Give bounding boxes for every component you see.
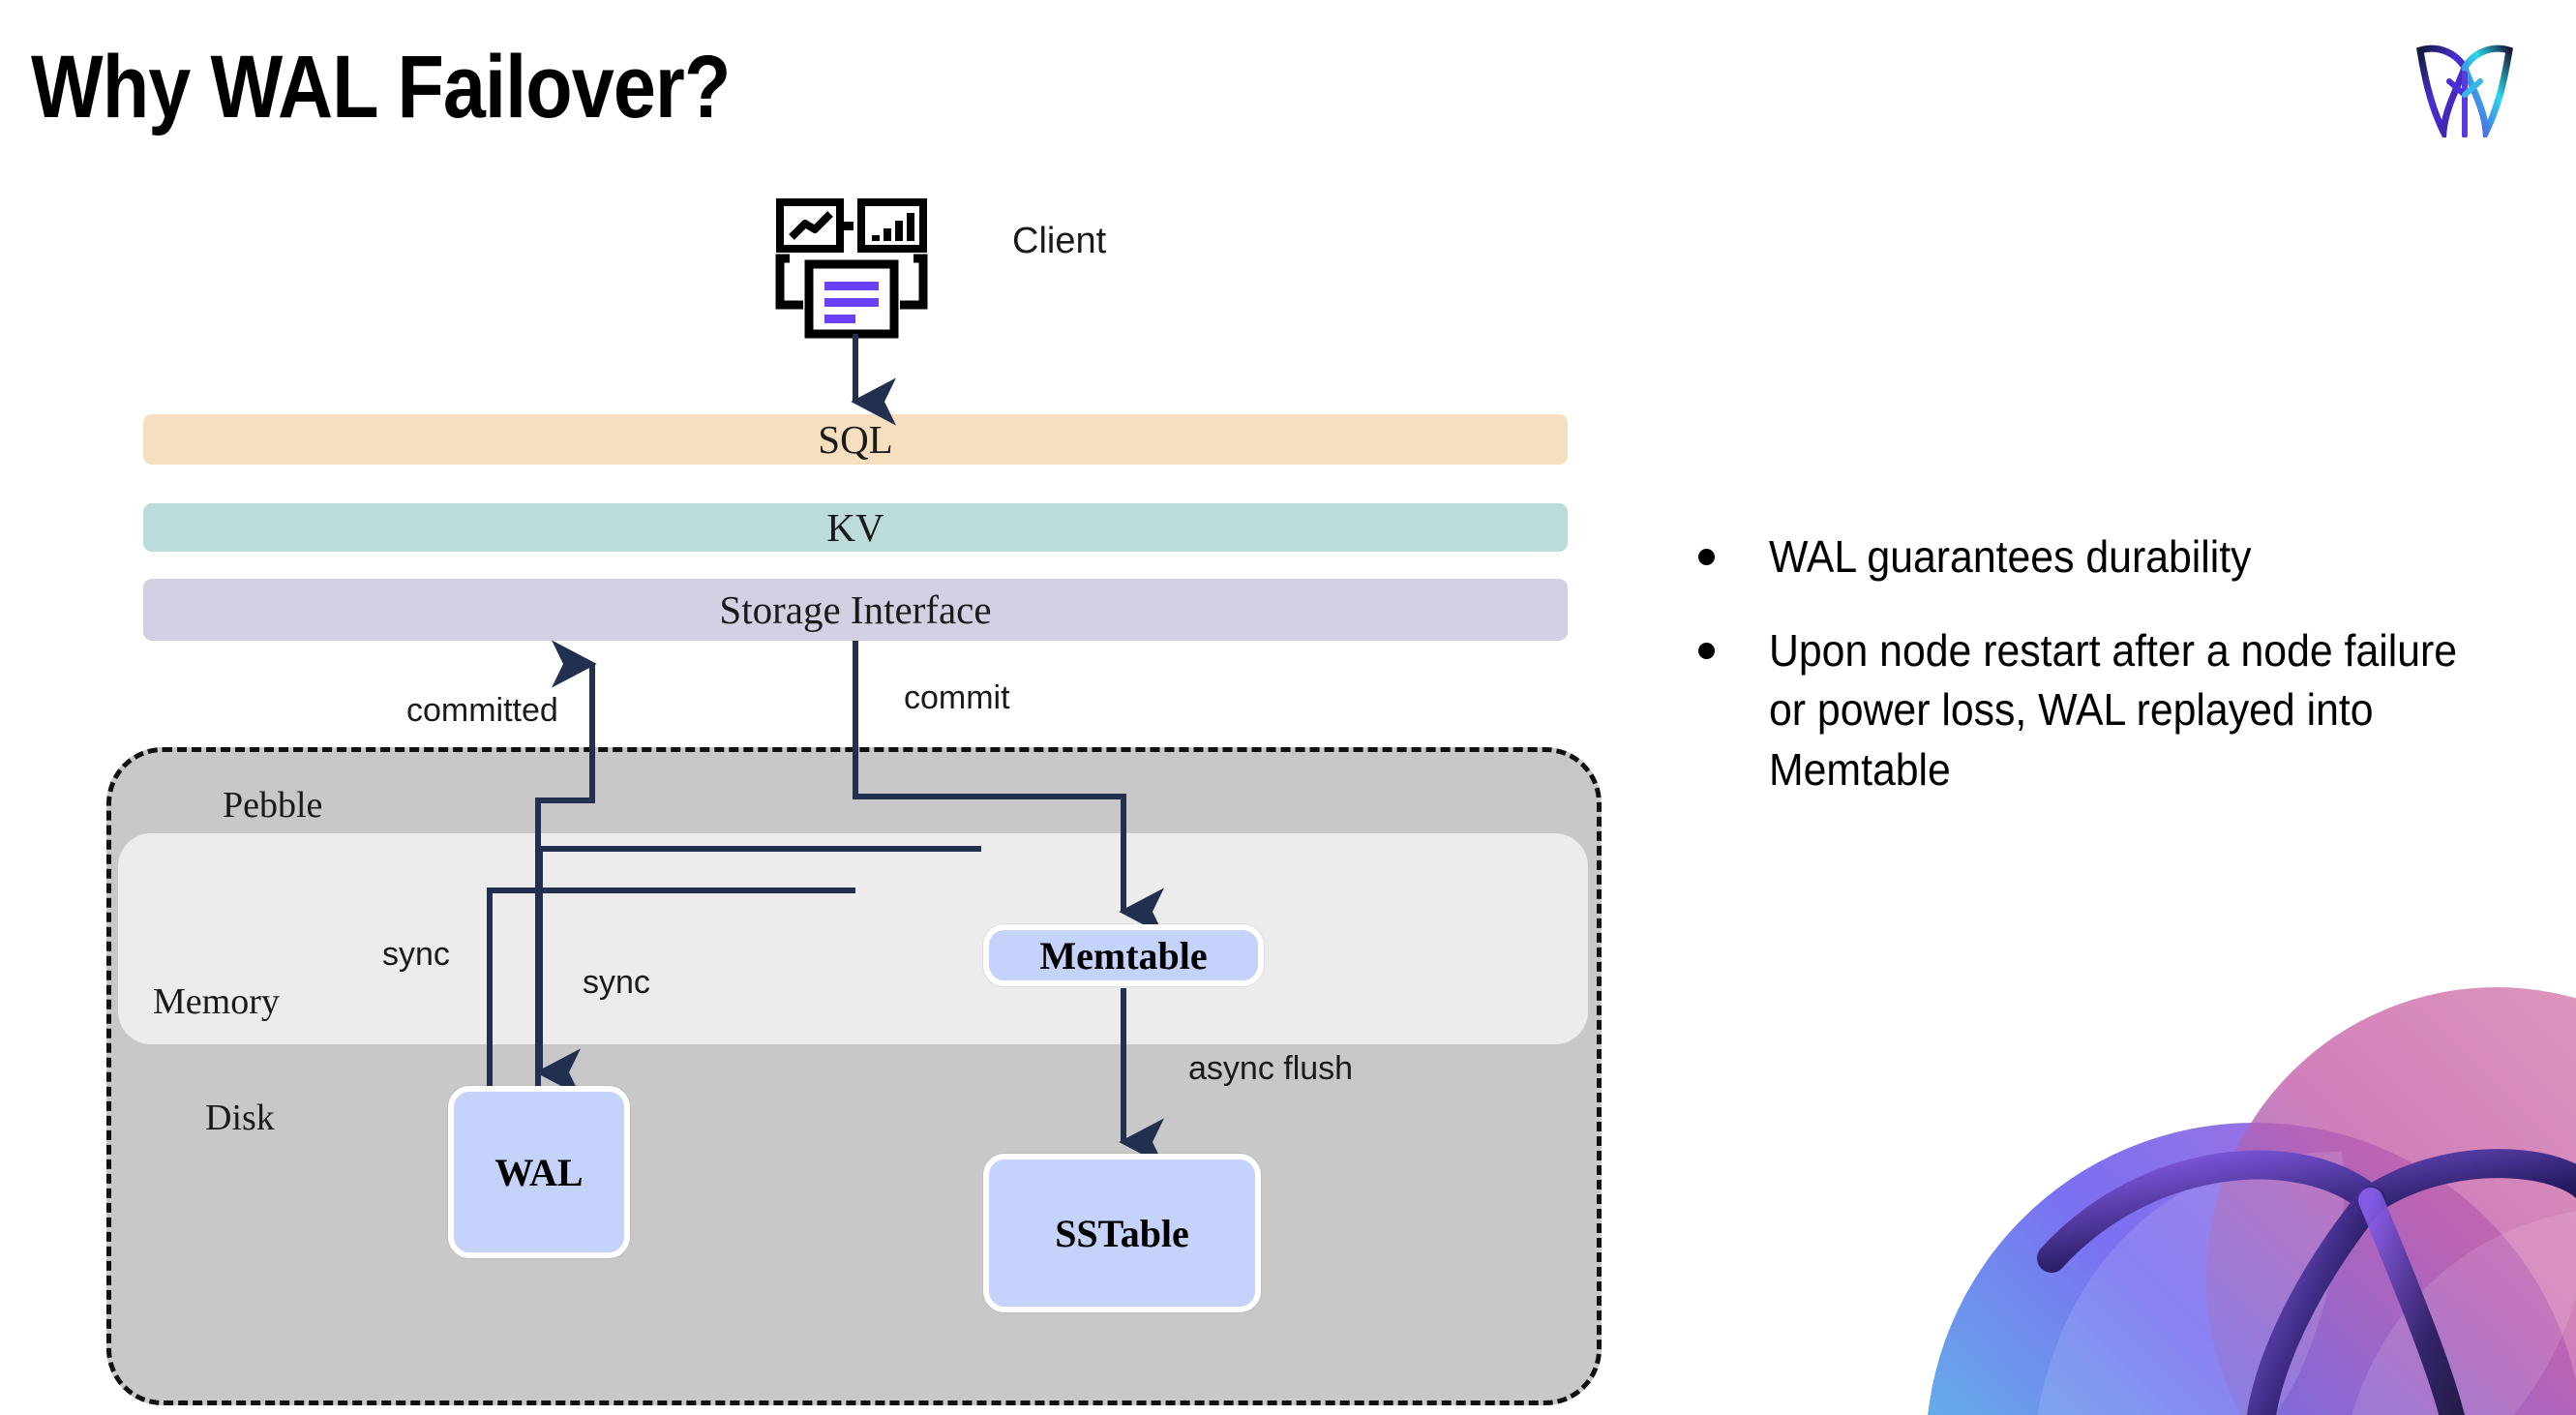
layer-label-kv: KV	[826, 505, 884, 550]
memory-label: Memory	[153, 981, 280, 1022]
pebble-label: Pebble	[223, 785, 323, 826]
bullet-dot-icon	[1698, 643, 1715, 660]
list-item: WAL guarantees durability	[1698, 527, 2531, 587]
page-title: Why WAL Failover?	[31, 38, 731, 136]
edge-label-sync-memtable: sync	[583, 964, 650, 1001]
bullet-dot-icon	[1698, 549, 1715, 565]
layer-label-storage-interface: Storage Interface	[719, 587, 992, 632]
edge-label-async-flush: async flush	[1188, 1050, 1354, 1087]
bullet-text-1: WAL guarantees durability	[1769, 531, 2252, 582]
layer-bar-kv: KV	[143, 503, 1568, 552]
edge-label-sync-storage: sync	[382, 936, 450, 973]
cockroachdb-logo	[2414, 35, 2515, 144]
edge-label-committed: committed	[406, 692, 558, 729]
client-monitor-icon	[774, 196, 929, 351]
list-item: Upon node restart after a node failure o…	[1698, 621, 2531, 799]
node-sstable: SSTable	[983, 1154, 1261, 1312]
layer-bar-storage-interface: Storage Interface	[143, 579, 1568, 641]
layer-label-sql: SQL	[818, 417, 893, 462]
client-label: Client	[1012, 221, 1107, 261]
node-label-sstable: SSTable	[1055, 1211, 1189, 1255]
layer-bar-sql: SQL	[143, 414, 1568, 465]
bullet-text-2: Upon node restart after a node failure o…	[1769, 625, 2458, 795]
node-wal: WAL	[448, 1086, 630, 1258]
node-label-wal: WAL	[494, 1150, 584, 1194]
edge-label-commit: commit	[904, 679, 1010, 716]
cockroachdb-logo-watermark	[1916, 910, 2576, 1415]
disk-label: Disk	[205, 1098, 275, 1138]
node-label-memtable: Memtable	[1039, 933, 1208, 978]
bullet-list: WAL guarantees durability Upon node rest…	[1698, 527, 2531, 834]
node-memtable: Memtable	[983, 924, 1264, 986]
memory-region	[118, 833, 1588, 1044]
